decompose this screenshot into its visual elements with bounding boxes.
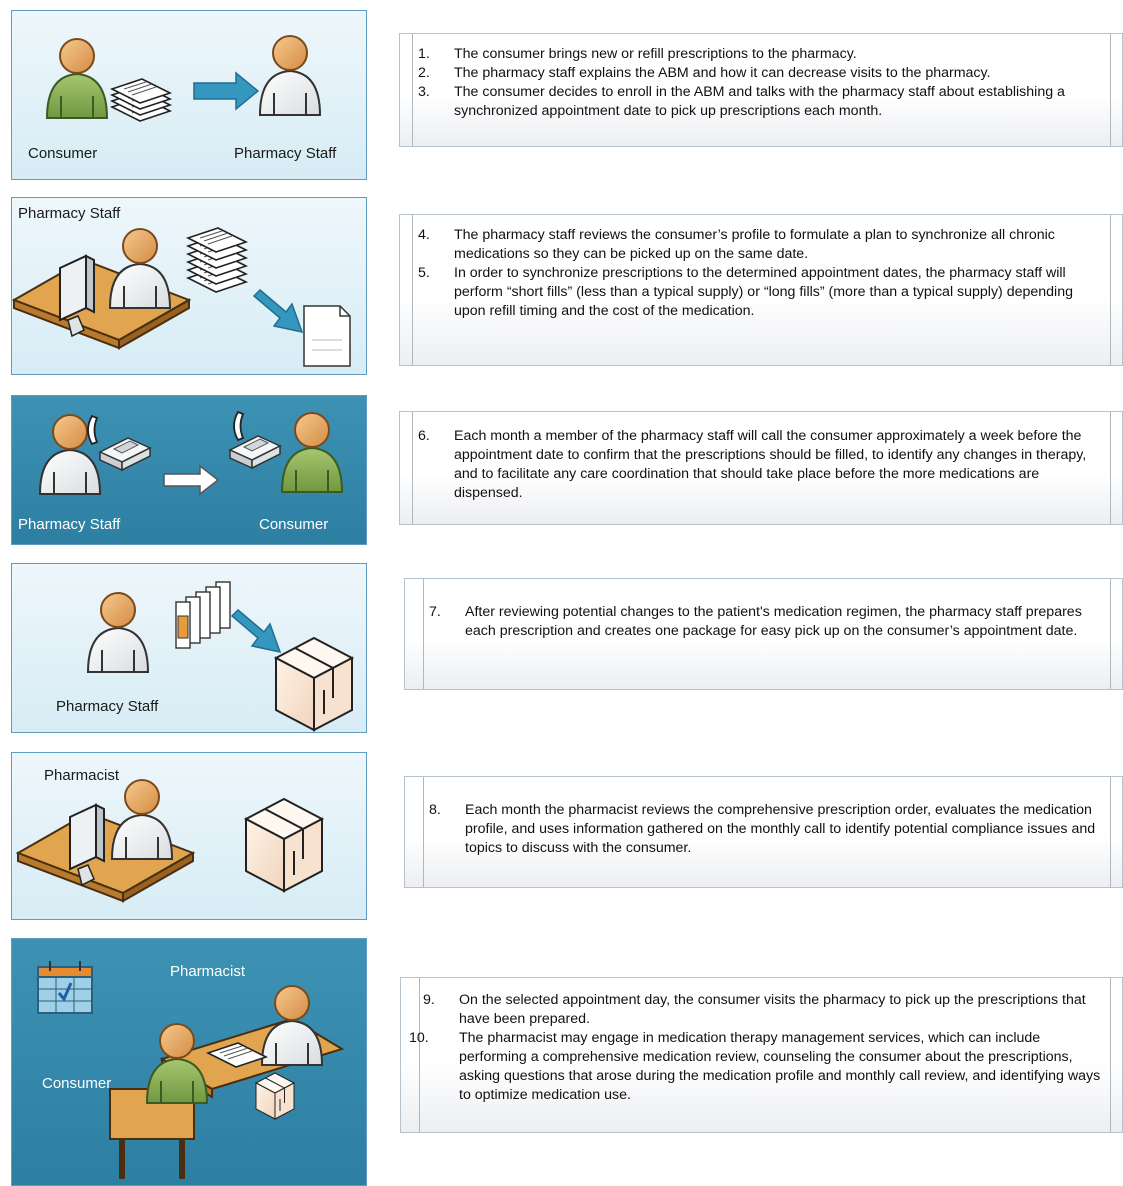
pharmacy-staff-icon [87,592,149,673]
package-icon [255,1072,295,1120]
panel-step-2: Pharmacy Staff [11,197,367,375]
step-8: 8.Each month the pharmacist reviews the … [429,802,1096,856]
calendar-icon [37,961,93,1014]
steps-box-2: 4.The pharmacy staff reviews the consume… [399,214,1123,366]
panel-1-illustration [46,35,321,122]
panel-6-illustration [37,961,345,1179]
phone-icon [99,437,151,471]
label-pharmacist: Pharmacist [44,767,120,784]
arrow-icon [163,464,220,496]
steps-box-5: 8.Each month the pharmacist reviews the … [404,776,1123,888]
panel-step-1: Consumer Pharmacy Staff [11,10,367,180]
label-consumer: Consumer [42,1075,112,1092]
package-icon [275,637,353,731]
step-9: 9.On the selected appointment day, the c… [423,992,1086,1027]
label-consumer: Consumer [259,516,329,533]
document-icon [303,305,351,367]
step-3: 3.The consumer decides to enroll in the … [418,84,1065,119]
label-pharmacy-staff: Pharmacy Staff [234,145,337,162]
label-pharmacy-staff: Pharmacy Staff [18,516,121,533]
panel-3-illustration [39,411,343,496]
panel-step-6: Pharmacist Consumer [11,938,367,1186]
medication-bottles-icon [175,581,231,649]
consumer-icon [46,38,108,119]
steps-box-4: 7.After reviewing potential changes to t… [404,578,1123,690]
panel-step-5: Pharmacist [11,752,367,920]
handset-icon [233,411,244,441]
arrow-icon [230,608,282,654]
pharmacy-staff-icon [109,228,171,309]
prescriptions-icon [111,78,171,122]
package-icon [245,798,323,892]
step-7: 7.After reviewing potential changes to t… [429,604,1082,639]
step-1: 1.The consumer brings new or refill pres… [418,46,857,62]
label-consumer: Consumer [28,145,98,162]
label-pharmacy-staff: Pharmacy Staff [56,698,159,715]
steps-box-6: 9.On the selected appointment day, the c… [400,977,1123,1133]
panel-2-illustration [13,227,351,367]
handset-icon [87,415,98,445]
prescriptions-icon [187,227,247,293]
steps-box-3: 6.Each month a member of the pharmacy st… [399,411,1123,525]
step-2: 2.The pharmacy staff explains the ABM an… [418,65,991,81]
pharmacy-staff-icon [259,35,321,116]
label-pharmacist: Pharmacist [170,963,246,980]
step-6: 6.Each month a member of the pharmacy st… [418,428,1087,501]
panel-step-4: Pharmacy Staff [11,563,367,733]
panel-4-illustration [87,581,353,731]
arrow-icon [193,71,260,111]
steps-box-1: 1.The consumer brings new or refill pres… [399,33,1123,147]
label-pharmacy-staff: Pharmacy Staff [18,205,121,222]
step-4: 4.The pharmacy staff reviews the consume… [418,227,1055,262]
step-10: 10.The pharmacist may engage in medicati… [409,1030,1101,1103]
consumer-icon [281,412,343,493]
step-5: 5.In order to synchronize prescriptions … [418,265,1073,319]
pharmacist-icon [111,779,173,860]
arrow-icon [252,288,304,334]
panel-step-3: Pharmacy Staff Consumer [11,395,367,545]
